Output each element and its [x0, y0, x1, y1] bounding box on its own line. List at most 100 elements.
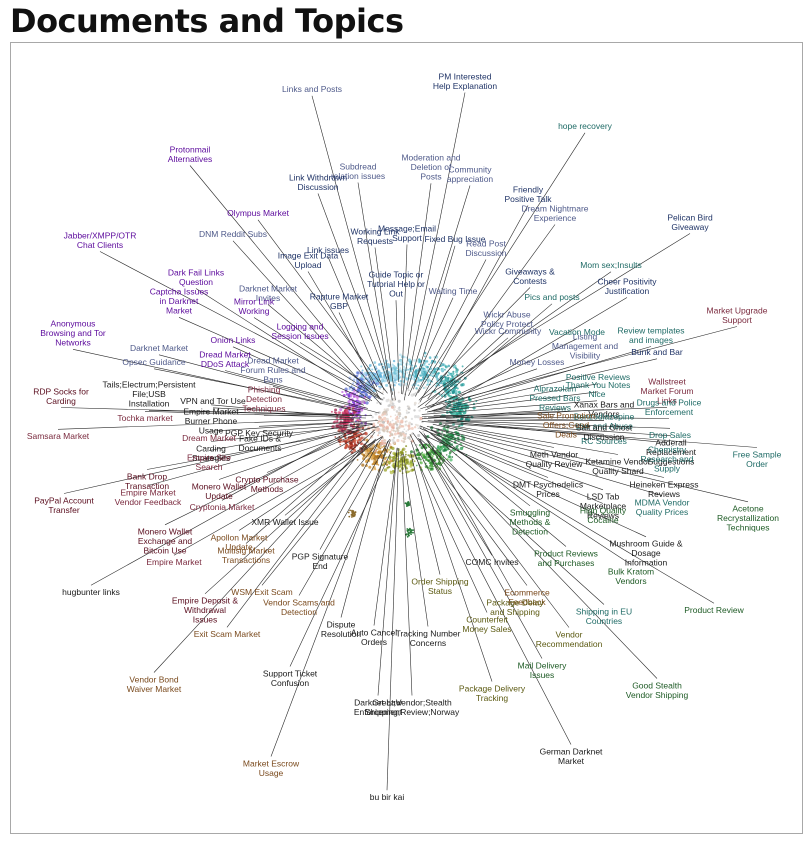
leader-line: [419, 425, 549, 478]
document-point: [353, 439, 356, 443]
document-point: [394, 430, 397, 433]
leader-line: [439, 419, 672, 437]
leader-line: [425, 338, 578, 411]
document-point: [422, 367, 425, 370]
document-point: [396, 425, 399, 428]
topic-label: Olympus Market: [227, 208, 290, 218]
document-point: [372, 422, 375, 425]
document-point: [416, 424, 419, 427]
topic-label: Thank You Notes: [566, 380, 631, 390]
document-point: [397, 391, 400, 394]
document-point: [361, 369, 364, 372]
document-point: [392, 408, 396, 411]
leader-line: [415, 259, 487, 397]
document-point: [392, 374, 397, 378]
document-point: [365, 459, 369, 462]
leader-line: [418, 430, 658, 679]
document-point: [416, 415, 420, 419]
document-point: [347, 511, 350, 514]
document-point: [404, 415, 408, 419]
leader-line: [299, 342, 384, 395]
leader-line: [327, 256, 385, 391]
document-point: [417, 384, 420, 387]
leader-line: [435, 337, 509, 400]
document-point: [407, 424, 411, 428]
document-point: [359, 390, 362, 393]
document-point: [378, 431, 381, 434]
document-point: [379, 434, 382, 437]
document-point: [389, 415, 392, 418]
document-point: [435, 375, 438, 379]
leader-line: [208, 421, 367, 451]
document-point: [360, 409, 364, 412]
document-point: [378, 420, 381, 423]
leader-line: [147, 426, 362, 486]
document-point: [395, 381, 398, 384]
document-point: [456, 387, 459, 390]
leader-line: [60, 407, 373, 416]
document-point: [379, 447, 382, 450]
document-point: [391, 438, 395, 442]
document-point: [399, 423, 402, 426]
leader-line: [407, 185, 471, 390]
document-point: [414, 423, 418, 426]
document-point: [417, 433, 421, 438]
leader-line: [430, 433, 567, 547]
topic-label: DNM Reddit Subs: [199, 229, 267, 239]
leader-line: [377, 447, 398, 696]
document-point: [457, 380, 460, 383]
leader-line: [403, 453, 429, 627]
document-point: [420, 374, 422, 377]
document-point: [351, 516, 353, 518]
leader-line: [261, 436, 383, 586]
document-point: [384, 439, 387, 442]
document-point: [366, 449, 369, 452]
topic-label: Fixed Bug Issue: [425, 234, 486, 244]
document-point: [389, 446, 393, 449]
topic-label: Money Losses: [510, 357, 565, 367]
document-point: [364, 399, 368, 403]
leader-line: [253, 317, 383, 400]
document-point: [385, 425, 389, 429]
document-point: [386, 420, 389, 423]
leader-line: [431, 429, 604, 491]
document-point: [404, 448, 406, 450]
topic-label: Drop Sales: [649, 430, 691, 440]
document-point: [378, 387, 381, 391]
document-point: [394, 414, 397, 417]
document-point: [455, 396, 459, 400]
document-point: [447, 376, 450, 379]
document-point: [451, 375, 454, 378]
document-point: [345, 410, 349, 413]
document-point: [348, 388, 351, 391]
document-point: [383, 445, 386, 448]
document-point: [381, 441, 385, 445]
leader-line: [311, 95, 394, 395]
topic-label: Positive Reviews: [566, 372, 630, 382]
document-point: [396, 419, 400, 423]
topic-label: Fake IDs &Documents: [239, 433, 282, 453]
document-point: [383, 408, 386, 411]
document-point: [353, 449, 357, 452]
document-point: [396, 438, 400, 443]
document-point: [450, 372, 452, 375]
document-point: [377, 451, 381, 454]
document-point: [453, 364, 457, 368]
leader-line: [401, 453, 413, 696]
chart-title: Documents and Topics: [10, 2, 404, 40]
document-point: [431, 359, 434, 363]
document-point: [425, 384, 428, 386]
document-point: [463, 376, 467, 380]
document-point: [415, 464, 418, 467]
document-point: [450, 411, 454, 416]
document-point: [388, 376, 392, 380]
document-point: [458, 411, 462, 415]
document-point: [345, 439, 348, 442]
